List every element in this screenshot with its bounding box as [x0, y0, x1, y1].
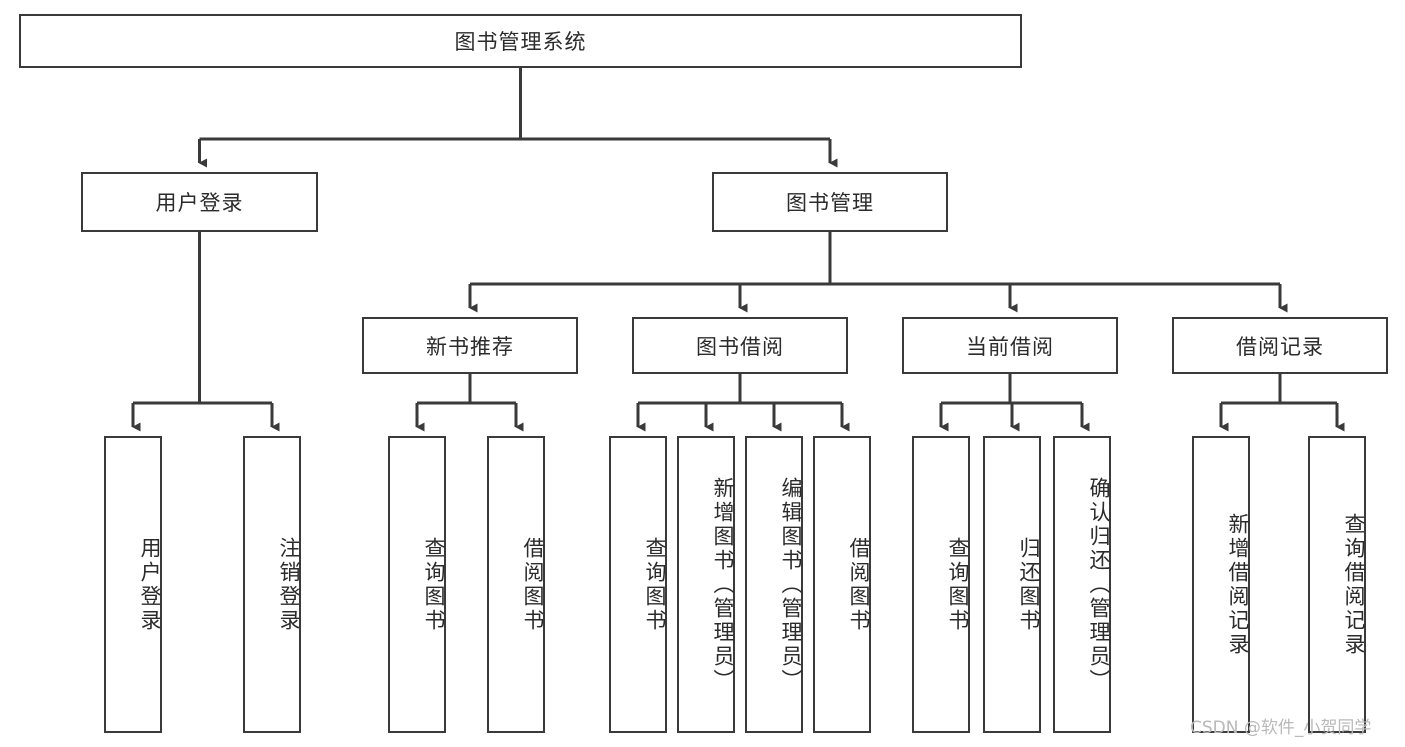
node-book-manage[interactable]: 图书管理 — [712, 172, 948, 232]
node-leaf-query-book-cur[interactable]: 查询图书 — [912, 436, 970, 733]
node-borrow-records[interactable]: 借阅记录 — [1172, 317, 1388, 374]
node-leaf-query-borrow-record[interactable]: 查询借阅记录 — [1308, 436, 1366, 733]
watermark-text: CSDN @软件_小贺同学 — [1190, 718, 1372, 738]
node-book-borrow[interactable]: 图书借阅 — [632, 317, 848, 374]
node-root[interactable]: 图书管理系统 — [19, 14, 1022, 68]
node-leaf-return-book-label: 归还图书 — [1017, 536, 1041, 633]
node-leaf-query-book-bor-label: 查询图书 — [643, 536, 667, 633]
node-leaf-edit-book-admin-label: 编辑图书（管理员） — [779, 476, 803, 693]
node-leaf-borrow-book-rec-label: 借阅图书 — [521, 536, 545, 633]
node-current-borrow-label: 当前借阅 — [966, 334, 1054, 359]
node-book-manage-label: 图书管理 — [786, 191, 874, 215]
node-leaf-add-borrow-record[interactable]: 新增借阅记录 — [1192, 436, 1250, 733]
node-leaf-query-book-bor[interactable]: 查询图书 — [609, 436, 667, 733]
node-leaf-query-book-rec-label: 查询图书 — [422, 536, 446, 633]
node-leaf-borrow-book-bor-label: 借阅图书 — [847, 536, 871, 633]
node-leaf-user-logout[interactable]: 注销登录 — [243, 436, 301, 733]
node-borrow-records-label: 借阅记录 — [1236, 334, 1324, 359]
node-leaf-add-book-admin-label: 新增图书（管理员） — [711, 476, 735, 693]
node-leaf-confirm-return-admin[interactable]: 确认归还（管理员） — [1053, 436, 1111, 733]
node-user-login-label: 用户登录 — [155, 191, 244, 215]
node-leaf-add-book-admin[interactable]: 新增图书（管理员） — [677, 436, 735, 733]
node-current-borrow[interactable]: 当前借阅 — [902, 317, 1118, 374]
node-leaf-confirm-return-admin-label: 确认归还（管理员） — [1087, 476, 1111, 693]
node-new-book-recommend-label: 新书推荐 — [426, 334, 514, 359]
node-root-label: 图书管理系统 — [454, 30, 587, 54]
node-new-book-recommend[interactable]: 新书推荐 — [362, 317, 578, 374]
node-leaf-query-book-rec[interactable]: 查询图书 — [388, 436, 446, 733]
node-leaf-edit-book-admin[interactable]: 编辑图书（管理员） — [745, 436, 803, 733]
node-leaf-add-borrow-record-label: 新增借阅记录 — [1226, 512, 1250, 657]
node-leaf-borrow-book-bor[interactable]: 借阅图书 — [813, 436, 871, 733]
node-leaf-return-book[interactable]: 归还图书 — [983, 436, 1041, 733]
node-leaf-query-borrow-record-label: 查询借阅记录 — [1342, 512, 1366, 657]
node-leaf-user-login-label: 用户登录 — [138, 536, 162, 633]
node-leaf-query-book-cur-label: 查询图书 — [946, 536, 970, 633]
node-user-login[interactable]: 用户登录 — [81, 172, 318, 232]
node-leaf-user-logout-label: 注销登录 — [277, 536, 301, 633]
node-book-borrow-label: 图书借阅 — [696, 334, 784, 359]
node-leaf-borrow-book-rec[interactable]: 借阅图书 — [487, 436, 545, 733]
node-leaf-user-login[interactable]: 用户登录 — [104, 436, 162, 733]
